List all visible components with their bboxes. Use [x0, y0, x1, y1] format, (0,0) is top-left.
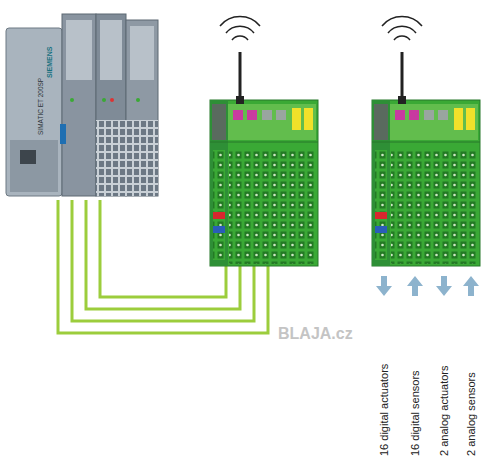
product-text: SIMATIC ET 200SP [37, 78, 44, 135]
slice-label [100, 20, 122, 80]
module-housing [210, 100, 318, 266]
radio-wave [382, 17, 422, 26]
terminal-block [213, 150, 225, 260]
status-led [110, 98, 114, 102]
head-module [210, 100, 228, 266]
signal-label: 2 analog actuators [438, 365, 450, 456]
antenna [220, 17, 260, 104]
channel-label [304, 108, 313, 130]
power-marker [213, 226, 225, 233]
watermark: BLAJA.cz [278, 325, 353, 343]
color-marker [60, 124, 66, 144]
radio-wave [394, 36, 410, 40]
arrow-down [436, 276, 452, 296]
channel-label [262, 110, 272, 120]
channel-label [292, 108, 301, 130]
status-led [136, 98, 140, 102]
status-led [102, 98, 106, 102]
wire [100, 200, 226, 297]
terminal-block [229, 150, 316, 264]
cpu-housing [6, 28, 62, 196]
divider [210, 142, 318, 143]
power-marker [213, 212, 225, 219]
channel-label [247, 110, 257, 120]
radio-wave [232, 36, 248, 40]
antenna [382, 17, 422, 104]
signal-label: 16 digital sensors [409, 370, 421, 456]
signal-arrows [376, 276, 479, 296]
head-top [212, 104, 226, 140]
radio-wave [220, 17, 260, 26]
arrow-down [376, 276, 392, 296]
radio-io-module [210, 100, 318, 266]
radio-wave [226, 26, 254, 33]
slice-label [130, 26, 154, 80]
radio-io-module [372, 100, 480, 266]
radio-wave [388, 26, 416, 33]
signal-label: 2 analog sensors [465, 372, 477, 456]
antenna-base [236, 96, 244, 104]
arrow-up [463, 276, 479, 296]
terminal-block [96, 120, 158, 196]
ethernet-port [20, 150, 36, 164]
cpu-ports [10, 140, 58, 192]
module-top [228, 104, 316, 140]
channel-label [233, 110, 243, 120]
io-slice [62, 14, 96, 196]
plc-device [6, 14, 158, 196]
slice-label [66, 20, 92, 80]
signal-label: 16 digital actuators [378, 364, 390, 456]
channel-label [276, 110, 286, 120]
status-led [70, 98, 74, 102]
arrow-up [407, 276, 423, 296]
antenna-base [398, 96, 406, 104]
brand-text: SIEMENS [46, 46, 54, 78]
